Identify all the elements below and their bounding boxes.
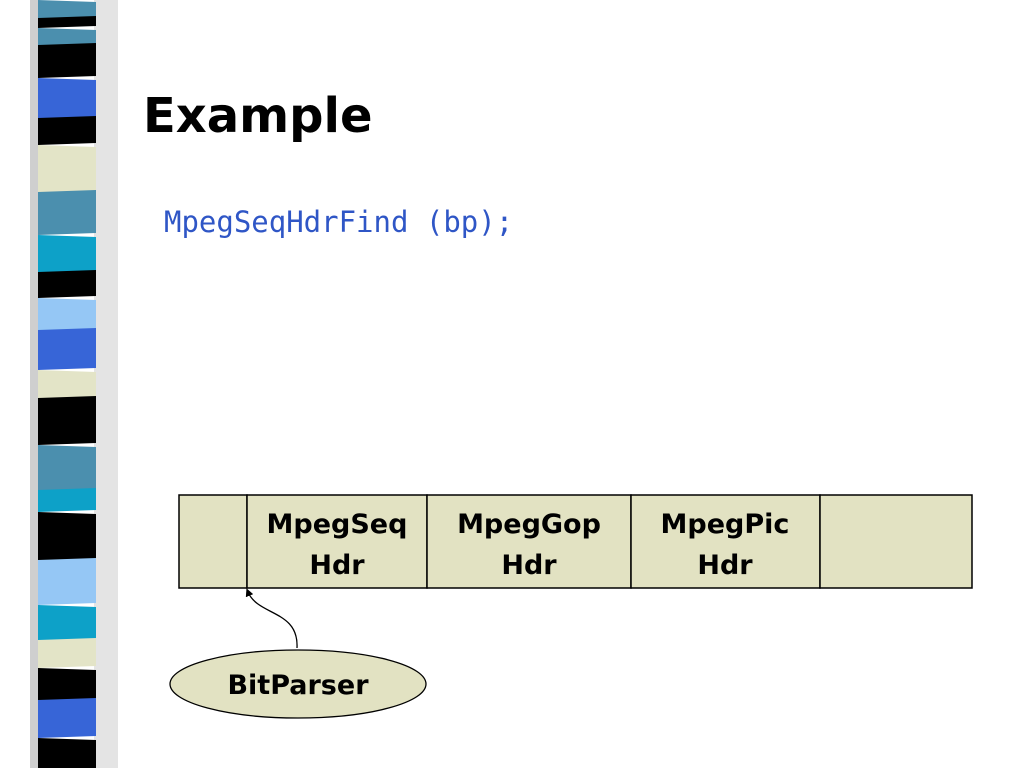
bitparser-node: BitParser	[169, 649, 427, 719]
pic-hdr-label-line1: MpegPic	[661, 509, 790, 540]
stripe-shadow	[94, 0, 118, 768]
slide-title: Example	[143, 88, 373, 144]
stripe-block	[38, 298, 96, 332]
stripe-block	[38, 638, 96, 668]
bitparser-ellipse	[169, 649, 427, 719]
decorative-stripe	[30, 0, 118, 768]
seq-hdr-label-line2: Hdr	[309, 550, 365, 581]
pointer-arrow	[245, 588, 298, 649]
buffer-cell-seq-hdr	[246, 494, 428, 589]
stripe-block	[38, 145, 96, 194]
stripe-block	[38, 78, 96, 120]
stripe-block	[38, 488, 96, 512]
buffer-cell-empty-left	[178, 494, 248, 589]
seq-hdr-label-line1: MpegSeq	[267, 509, 408, 540]
code-line: MpegSeqHdrFind (bp);	[164, 205, 514, 239]
gop-hdr-label-line2: Hdr	[501, 550, 557, 581]
stripe-block	[38, 445, 96, 492]
gop-hdr-label-line1: MpegGop	[457, 509, 601, 540]
stripe-block	[38, 328, 96, 370]
buffer-cell-gop-hdr	[426, 494, 632, 589]
stripe-block	[38, 396, 96, 445]
bitparser-label: BitParser	[227, 670, 369, 701]
buffer-strip: MpegSeq Hdr MpegGop Hdr MpegPic Hdr	[178, 494, 973, 589]
stripe-shadow-left	[30, 0, 40, 768]
stripe-block	[38, 605, 96, 642]
stripe-block	[38, 116, 96, 145]
stripe-block	[38, 698, 96, 738]
stripe-block	[38, 28, 96, 47]
pic-hdr-label-line2: Hdr	[697, 550, 753, 581]
stripe-block	[38, 512, 96, 562]
stripe-block	[38, 0, 96, 20]
buffer-cell-empty-right	[819, 494, 973, 589]
stripe-block	[38, 668, 96, 702]
stripe-block	[38, 235, 96, 274]
stripe-block	[38, 190, 96, 235]
stripe-block	[38, 16, 96, 28]
buffer-cell-pic-hdr	[630, 494, 821, 589]
stripe-block	[38, 270, 96, 298]
stripe-block	[38, 738, 96, 768]
stripe-block	[38, 370, 96, 400]
stripe-block	[38, 43, 96, 78]
stripe-block	[38, 558, 96, 605]
